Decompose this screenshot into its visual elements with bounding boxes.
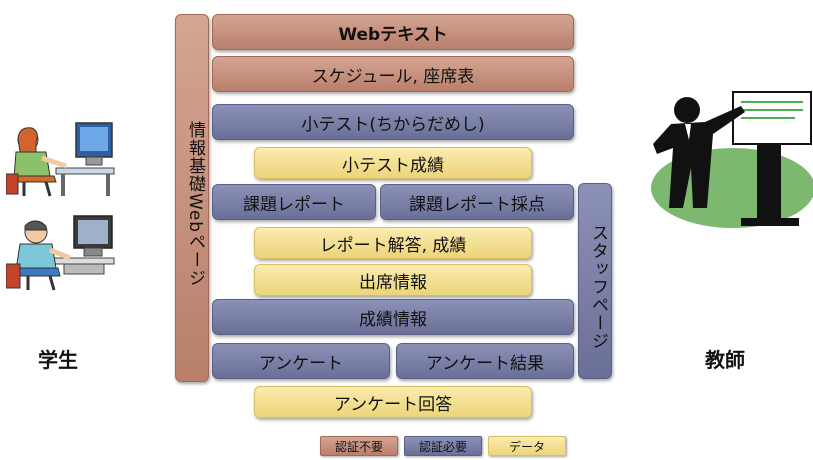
attendance-box: 出席情報 [254,264,532,296]
grades-box: 成績情報 [212,299,574,335]
quiz-box: 小テスト(ちからだめし) [212,104,574,140]
report-box: 課題レポート [212,184,376,220]
teacher-label: 教師 [705,348,745,372]
report-grading-box: 課題レポート採点 [380,184,574,220]
teacher-presentation-illustration [651,91,813,228]
schedule-box: スケジュール, 座席表 [212,56,574,92]
survey-results-box: アンケート結果 [396,343,574,379]
student-label: 学生 [38,348,78,372]
staff-page-label: スタッフページ [588,224,608,350]
info-web-page-label: 情報基礎Webページ [185,120,205,288]
staff-page-vertical-bar: スタッフページ [578,183,612,379]
info-web-page-vertical-bar: 情報基礎Webページ [175,14,209,382]
survey-answers-box: アンケート回答 [254,386,532,418]
survey-box: アンケート [212,343,390,379]
report-answers-box: レポート解答, 成績 [254,227,532,259]
student-computer-illustration-1 [6,122,115,197]
student-computer-illustration-2 [6,215,115,291]
web-text-box: Webテキスト [212,14,574,50]
quiz-scores-box: 小テスト成績 [254,147,532,179]
legend-data: データ [488,436,566,456]
legend-auth-required: 認証必要 [404,436,482,456]
legend-no-auth: 認証不要 [320,436,398,456]
